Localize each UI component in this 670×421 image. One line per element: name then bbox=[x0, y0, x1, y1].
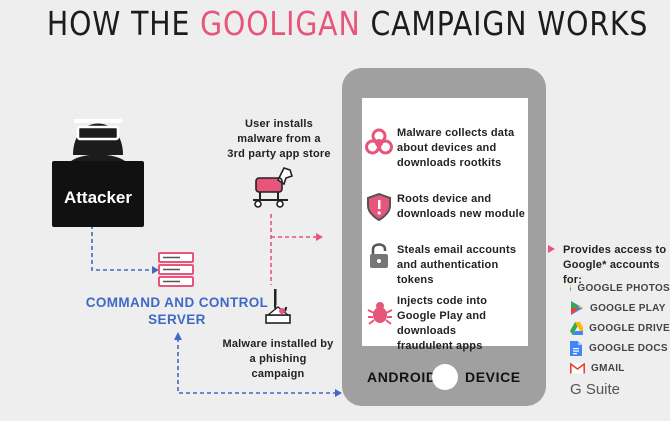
provides-line-2: Google* accounts for: bbox=[563, 259, 660, 286]
title-highlight: GOOLIGAN bbox=[200, 4, 361, 43]
step-collects-data: Malware collects data about devices and … bbox=[397, 126, 527, 171]
step-injects-code: Injects code into Google Play and downlo… bbox=[397, 294, 532, 354]
step-4-line-3: fraudulent apps bbox=[397, 340, 483, 352]
user-installs-line-2: malware from a bbox=[237, 133, 321, 145]
page-title: HOW THE GOOLIGAN CAMPAIGN WORKS bbox=[46, 4, 648, 43]
google-photos-icon bbox=[570, 283, 572, 293]
google-docs-icon bbox=[570, 340, 582, 356]
service-item: GOOGLE PLAY bbox=[570, 298, 670, 318]
step-4-line-1: Injects code into bbox=[397, 295, 488, 307]
phishing-text: Malware installed by a phishing campaign bbox=[222, 337, 334, 382]
step-4-line-2: Google Play and downloads bbox=[397, 310, 487, 337]
cc-line-2: SERVER bbox=[148, 312, 206, 327]
step-2-line-1: Roots device and bbox=[397, 193, 492, 205]
phishing-line-2: a phishing campaign bbox=[249, 353, 307, 380]
step-3-line-2: and authentication tokens bbox=[397, 259, 499, 286]
device-label: DEVICE bbox=[465, 369, 521, 385]
google-play-icon bbox=[571, 301, 583, 315]
service-name: GMAIL bbox=[591, 362, 625, 374]
bug-icon bbox=[367, 302, 393, 325]
biohazard-icon bbox=[365, 128, 393, 155]
android-label: ANDROID bbox=[367, 369, 437, 385]
padlock-icon bbox=[370, 243, 388, 268]
service-item: GOOGLE PHOTOS bbox=[570, 278, 670, 298]
attacker-label: Attacker bbox=[63, 188, 133, 207]
command-and-control-server: COMMAND AND CONTROL SERVER bbox=[84, 294, 270, 328]
attacker-figure bbox=[52, 119, 144, 227]
services-list: GOOGLE PHOTOS GOOGLE PLAY GOOGLE DRIVE G… bbox=[570, 278, 670, 400]
shield-icon bbox=[367, 193, 391, 221]
service-name: GOOGLE PHOTOS bbox=[577, 282, 670, 294]
provides-access-text: Provides access to Google* accounts for: bbox=[563, 243, 669, 288]
service-name: GOOGLE DRIVE bbox=[589, 322, 670, 334]
google-drive-icon bbox=[570, 321, 584, 335]
service-item: GOOGLE DRIVE bbox=[570, 318, 670, 338]
service-name: GOOGLE DOCS bbox=[589, 342, 668, 354]
device-screen bbox=[362, 98, 528, 346]
step-1-line-2: about devices and bbox=[397, 142, 497, 154]
step-1-line-3: downloads rootkits bbox=[397, 157, 502, 169]
title-part-1: HOW THE bbox=[46, 4, 201, 43]
step-2-line-2: downloads new module bbox=[397, 208, 526, 220]
gsuite-logo: G Suite bbox=[570, 380, 621, 398]
phishing-line-1: Malware installed by bbox=[222, 338, 334, 350]
user-installs-line-3: 3rd party app store bbox=[227, 148, 331, 160]
title-part-2: CAMPAIGN WORKS bbox=[360, 4, 649, 43]
step-roots-device: Roots device and downloads new module bbox=[397, 192, 527, 222]
cc-line-1: COMMAND AND CONTROL bbox=[85, 295, 269, 310]
step-steals-accounts: Steals email accounts and authentication… bbox=[397, 243, 527, 288]
user-installs-line-1: User installs bbox=[244, 118, 314, 130]
phishing-hook-icon bbox=[265, 289, 291, 324]
server-icon bbox=[158, 252, 194, 287]
gmail-icon bbox=[570, 362, 585, 374]
service-item: GOOGLE DOCS bbox=[570, 338, 670, 358]
monitor bbox=[52, 161, 144, 227]
step-1-line-1: Malware collects data bbox=[397, 127, 515, 139]
provides-line-1: Provides access to bbox=[563, 244, 667, 256]
trojan-horse-icon bbox=[253, 167, 294, 208]
service-item: GMAIL bbox=[570, 358, 670, 378]
user-installs-text: User installs malware from a 3rd party a… bbox=[224, 117, 334, 162]
attacker-to-server-arrow bbox=[91, 225, 152, 271]
step-3-line-1: Steals email accounts bbox=[397, 244, 517, 256]
service-name: GOOGLE PLAY bbox=[590, 302, 666, 314]
home-button bbox=[432, 364, 458, 390]
mask-icon bbox=[76, 125, 120, 141]
service-item: G Suite bbox=[570, 378, 670, 400]
